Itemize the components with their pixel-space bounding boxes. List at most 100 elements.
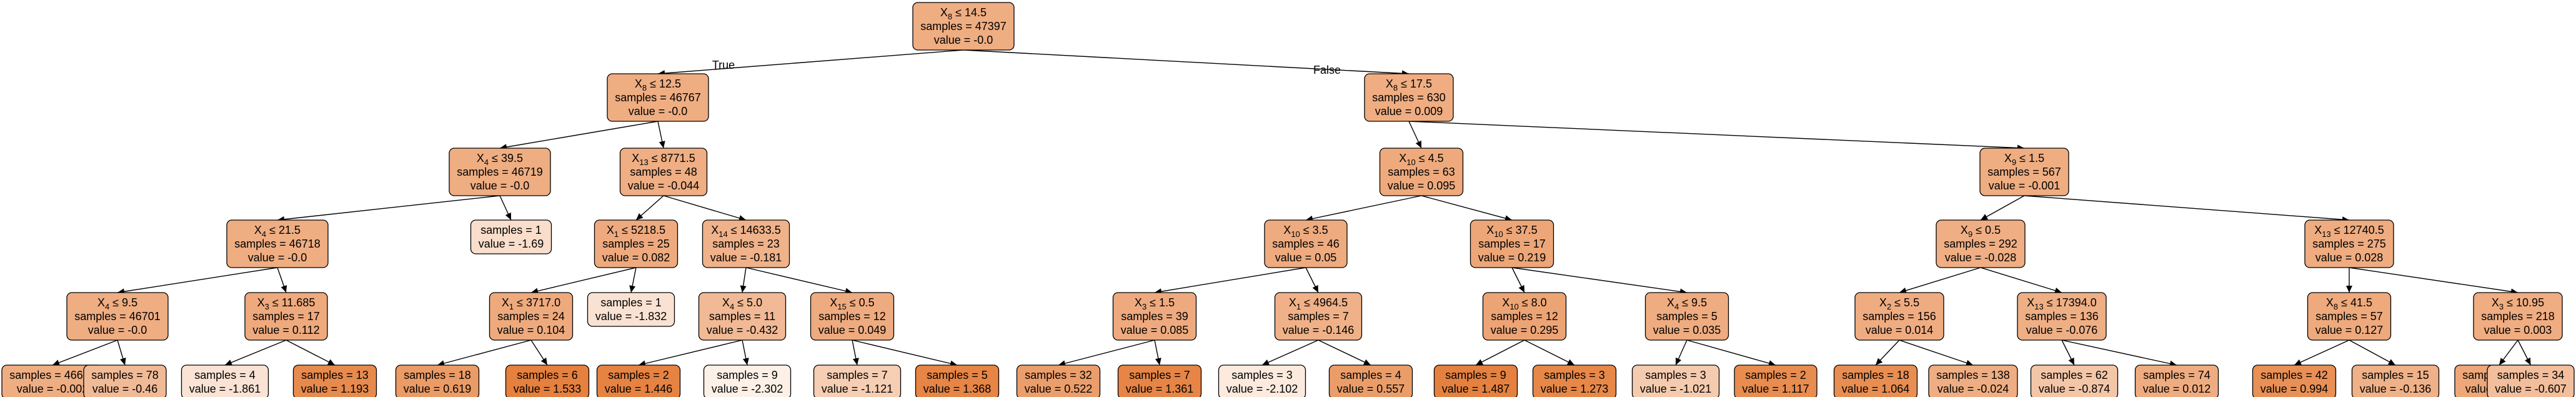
node-split-rule: X9 ≤ 0.5	[1961, 224, 2001, 239]
tree-edge	[1980, 267, 2062, 293]
node-samples: samples = 18	[404, 369, 471, 381]
tree-edge	[1899, 267, 1981, 293]
node-box	[619, 148, 708, 196]
node-box	[1928, 364, 2018, 397]
node-value: value = -0.0	[629, 105, 688, 118]
node-value: value = 0.012	[2143, 383, 2211, 395]
tree-edge	[657, 49, 964, 74]
node-value: value = -0.0	[88, 324, 147, 336]
edge-arrowhead	[2387, 359, 2395, 365]
node-samples: samples = 630	[1372, 91, 1446, 104]
edge-arrowhead	[738, 215, 746, 221]
node-samples: samples = 138	[1936, 369, 2010, 381]
edge-arrowhead	[1675, 357, 1682, 365]
node-samples: samples = 9	[1445, 369, 1506, 381]
node-split-rule: X1 ≤ 5218.5	[607, 224, 665, 239]
node-samples: samples = 4	[1340, 369, 1401, 381]
node-split-rule: X3 ≤ 11.685	[257, 296, 316, 311]
edge-arrowhead	[120, 358, 126, 365]
node-value: value = 0.112	[252, 324, 319, 336]
node-samples: samples = 5	[927, 369, 988, 381]
node-samples: samples = 7	[1288, 310, 1349, 323]
tree-edge	[1524, 339, 1575, 366]
node-value: value = 1.533	[514, 383, 582, 395]
node-value: value = -2.102	[1226, 383, 1298, 395]
tree-edge	[745, 267, 853, 293]
node-split-rule: X13 ≤ 12740.5	[2314, 224, 2384, 239]
tree-edge	[663, 195, 747, 221]
edge-arrowhead	[1476, 359, 1484, 365]
tree-edge	[2349, 339, 2396, 366]
node-value: value = -0.46	[92, 383, 158, 395]
node-split-rule: X8 ≤ 17.5	[1386, 78, 1432, 93]
edge-arrowhead	[225, 359, 233, 366]
node-value: value = 0.049	[818, 324, 887, 336]
node-box	[244, 292, 328, 341]
node-split-rule: X3 ≤ 10.95	[2492, 296, 2544, 311]
edge-arrowhead	[52, 359, 61, 366]
node-samples: samples = 2	[1745, 369, 1806, 381]
node-split-rule: X4 ≤ 9.5	[1667, 296, 1707, 311]
tree-edge	[1475, 339, 1525, 366]
node-box	[1631, 364, 1720, 397]
node-box	[181, 364, 269, 397]
node-samples: samples = 46	[1272, 238, 1340, 250]
node-split-rule: X9 ≤ 1.5	[2004, 152, 2044, 167]
tree-edge	[1686, 339, 1776, 366]
node-samples: samples = 18	[1842, 369, 1909, 381]
node-box	[698, 292, 787, 341]
node-box	[1936, 219, 2026, 268]
node-box	[449, 148, 551, 196]
node-split-rule: X15 ≤ 0.5	[830, 296, 874, 311]
edge-arrowhead	[327, 359, 335, 365]
node-samples: samples = 17	[252, 310, 320, 323]
node-value: value = 0.994	[2260, 383, 2329, 395]
node-value: value = 0.619	[404, 383, 472, 395]
node-value: value = 1.487	[1442, 383, 1510, 395]
node-value: value = -0.044	[628, 179, 700, 192]
node-box	[1117, 364, 1202, 397]
tree-edge	[1058, 339, 1155, 366]
node-value: value = -0.028	[1945, 251, 2017, 264]
edge-arrowhead	[636, 213, 644, 220]
edge-arrowhead	[1899, 287, 1907, 294]
node-value: value = -0.181	[710, 251, 782, 264]
edge-arrowhead	[2499, 358, 2506, 365]
node-value: value = -0.024	[1937, 383, 2009, 395]
node-value: value = -0.136	[2360, 383, 2432, 395]
tree-edge	[1154, 267, 1306, 293]
node-box	[596, 364, 681, 397]
node-box	[813, 364, 902, 397]
edge-arrowhead	[852, 358, 859, 365]
node-box	[66, 292, 169, 341]
node-samples: samples = 32	[1025, 369, 1092, 381]
node-value: value = 1.361	[1126, 383, 1194, 395]
node-value: value = -0.001	[1989, 179, 2061, 192]
edge-label-layer: True False	[712, 59, 1341, 76]
node-samples: samples = 11	[709, 310, 775, 323]
tree-edge	[1408, 121, 2025, 149]
node-value: value = 0.009	[1375, 105, 1443, 118]
node-samples: samples = 7	[827, 369, 888, 381]
node-split-rule: X8 ≤ 14.5	[940, 6, 987, 21]
node-split-rule: X1 ≤ 3717.0	[502, 296, 560, 311]
node-value: value = 0.522	[1025, 383, 1093, 395]
node-samples: samples = 3	[1544, 369, 1605, 381]
